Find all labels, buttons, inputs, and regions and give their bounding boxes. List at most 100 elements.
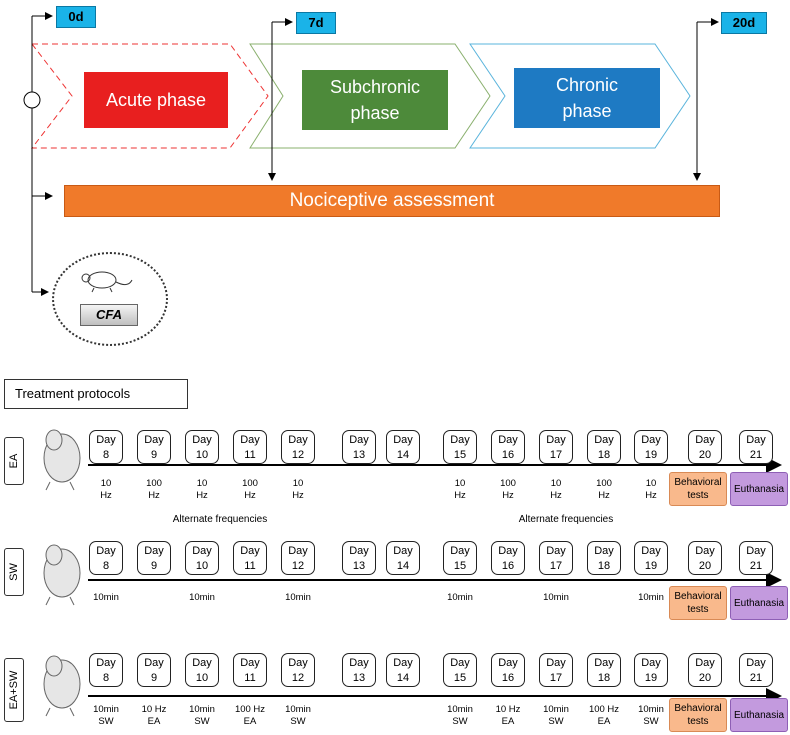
rat-icon — [43, 544, 81, 606]
treatment-label-line2: EA — [501, 716, 515, 727]
day-word: Day — [288, 545, 308, 557]
day-word: Day — [746, 545, 766, 557]
day-number: 17 — [549, 449, 563, 461]
treatment-label: 10min — [273, 592, 323, 604]
day-word: Day — [144, 545, 164, 557]
day-word: Day — [192, 434, 212, 446]
treatment-label: 10min — [177, 592, 227, 604]
day-word: Day — [695, 545, 715, 557]
day-number: 10 — [195, 449, 209, 461]
day-number: 8 — [102, 449, 110, 461]
day-word: Day — [240, 434, 260, 446]
day-number: 19 — [644, 672, 658, 684]
day-number: 19 — [644, 449, 658, 461]
treatment-label-line1: 10min — [447, 592, 473, 603]
marker-20d: 20d — [721, 12, 767, 34]
day-number: 21 — [749, 449, 763, 461]
day-box: Day 20 — [688, 541, 722, 575]
day-word: Day — [240, 545, 260, 557]
treatment-label-line1: 10min — [638, 592, 664, 603]
marker-7d: 7d — [296, 12, 336, 34]
day-number: 12 — [291, 560, 305, 572]
treatment-label-line1: 10 Hz — [495, 704, 521, 715]
acute-chevron — [30, 43, 269, 149]
treatment-label-line1: 10 — [645, 478, 657, 489]
treatment-label-line2: Hz — [148, 490, 160, 501]
treatment-label-line1: 100 — [146, 478, 162, 489]
day-number: 10 — [195, 560, 209, 572]
behavioral-tests-box: Behavioral tests — [669, 698, 727, 732]
treatment-label-line2: Hz — [645, 490, 657, 501]
treatment-label-line1: 10 Hz — [141, 704, 167, 715]
day-number: 9 — [150, 560, 158, 572]
day-number: 15 — [453, 449, 467, 461]
day-box: Day 9 — [137, 541, 171, 575]
treatment-label-line1: 10min — [93, 704, 119, 715]
day-word: Day — [498, 434, 518, 446]
day-word: Day — [393, 545, 413, 557]
day-word: Day — [746, 434, 766, 446]
day-number: 20 — [698, 560, 712, 572]
treatment-label-line1: 10 — [454, 478, 466, 489]
day-number: 21 — [749, 672, 763, 684]
treatment-label-line1: 10min — [189, 704, 215, 715]
day-word: Day — [594, 545, 614, 557]
day-number: 11 — [244, 449, 256, 461]
day-word: Day — [393, 434, 413, 446]
treatment-label-line2: SW — [290, 716, 306, 727]
alternate-frequencies-label: Alternate frequencies — [518, 514, 614, 525]
treatment-label-line1: 10min — [93, 592, 119, 603]
alternate-frequencies-label: Alternate frequencies — [172, 514, 268, 525]
treatment-label: 10min — [531, 592, 581, 604]
treatment-label-line1: 10min — [285, 592, 311, 603]
day-word: Day — [288, 657, 308, 669]
day-box: Day 21 — [739, 430, 773, 464]
rat-icon — [43, 655, 81, 717]
nociceptive-assessment-bar: Nociceptive assessment — [64, 185, 720, 217]
group-label-sw: SW — [4, 548, 24, 596]
day-word: Day — [594, 657, 614, 669]
treatment-label-line1: 100 Hz — [588, 704, 620, 715]
timeline-origin — [23, 91, 41, 109]
treatment-label-line2: SW — [98, 716, 114, 727]
euthanasia-box: Euthanasia — [730, 472, 788, 506]
day-word: Day — [641, 657, 661, 669]
day-word: Day — [349, 434, 369, 446]
day-number: 10 — [195, 672, 209, 684]
treatment-label-line2: Hz — [550, 490, 562, 501]
group-label-ea: EA — [4, 437, 24, 485]
rat-icon — [43, 429, 81, 491]
treatment-label-line2: SW — [548, 716, 564, 727]
group-label-ea-sw: EA+SW — [4, 658, 24, 722]
treatment-label-line1: 100 — [596, 478, 612, 489]
treatment-label-line1: 10 — [292, 478, 304, 489]
